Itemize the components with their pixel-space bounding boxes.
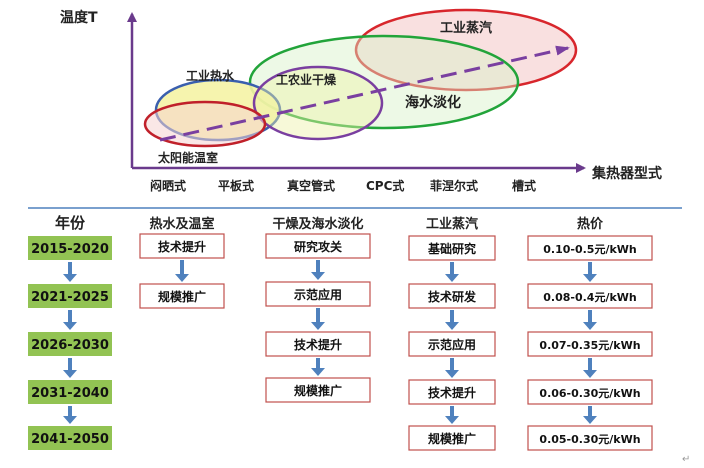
- header-price: 热价: [577, 216, 604, 232]
- label-hot-water: 工业热水: [186, 68, 235, 83]
- collector-type-label: 真空管式: [287, 178, 335, 193]
- price-box: [527, 283, 653, 309]
- steam-stage-label: 技术研发: [428, 289, 477, 304]
- collector-type-labels: 闷晒式 平板式 真空管式 CPC式 菲涅尔式 槽式: [150, 178, 536, 193]
- hot-water-stage-arrow-head: [175, 274, 189, 282]
- year-box: [28, 284, 112, 308]
- year-arrow-head: [63, 416, 77, 424]
- year-arrow-head: [63, 322, 77, 330]
- header-year: 年份: [55, 214, 86, 232]
- year-arrow-head: [63, 370, 77, 378]
- drying-stage-label: 技术提升: [294, 337, 342, 352]
- steam-stage-box: [408, 379, 496, 405]
- header-steam: 工业蒸汽: [426, 216, 478, 232]
- steam-stage-label: 技术提升: [428, 385, 476, 400]
- ellipse-desalination: [248, 34, 520, 130]
- price-box: [527, 425, 653, 451]
- hot-water-stage-label: 规模推广: [158, 289, 206, 304]
- year-box: [28, 426, 112, 450]
- steam-stage-arrow-head: [445, 416, 459, 424]
- price-label: 0.10-0.5元/kWh: [543, 243, 637, 256]
- steam-stage-arrow-head: [445, 370, 459, 378]
- drying-stage-label: 研究攻关: [294, 239, 342, 254]
- x-axis-label: 集热器型式: [591, 165, 662, 182]
- steam-stage-box: [408, 331, 496, 357]
- year-label: 2041-2050: [31, 432, 109, 447]
- drying-stage-label: 规模推广: [294, 383, 342, 398]
- price-label: 0.07-0.35元/kWh: [539, 339, 640, 352]
- collector-type-label: 槽式: [512, 178, 536, 193]
- hot-water-stage-label: 技术提升: [158, 239, 206, 254]
- steam-stage-box: [408, 283, 496, 309]
- year-label: 2015-2020: [31, 242, 109, 257]
- year-arrow-head: [63, 274, 77, 282]
- collector-type-label: CPC式: [366, 178, 404, 193]
- drying-stage-box: [265, 233, 371, 259]
- hot-water-stage-box: [139, 233, 225, 259]
- year-label: 2021-2025: [31, 290, 109, 305]
- header-drying: 干燥及海水淡化: [272, 216, 363, 232]
- label-greenhouse: 太阳能温室: [158, 150, 218, 165]
- price-arrow-head: [583, 274, 597, 282]
- steam-stage-box: [408, 425, 496, 451]
- price-box: [527, 379, 653, 405]
- price-arrow-head: [583, 370, 597, 378]
- price-label: 0.06-0.30元/kWh: [539, 387, 640, 400]
- steam-stage-arrow-head: [445, 322, 459, 330]
- steam-stage-box: [408, 235, 496, 261]
- top-chart: 温度T 集热器型式 闷晒式 平板式 真空管式 CPC式 菲涅尔式 槽式 太阳能温…: [60, 8, 662, 193]
- y-axis-label: 温度T: [60, 9, 98, 26]
- paragraph-mark: ↵: [682, 454, 690, 465]
- price-label: 0.05-0.30元/kWh: [539, 433, 640, 446]
- year-label: 2026-2030: [31, 338, 109, 353]
- ellipse-industrial-steam: [354, 8, 578, 92]
- header-hot-water: 热水及温室: [149, 216, 214, 232]
- drying-stage-box: [265, 331, 371, 357]
- ellipse-greenhouse: [143, 100, 267, 148]
- hot-water-stage-box: [139, 283, 225, 309]
- steam-stage-arrow-head: [445, 274, 459, 282]
- steam-stage-label: 示范应用: [427, 337, 476, 352]
- collector-type-label: 平板式: [218, 178, 254, 193]
- drying-stage-arrow-head: [311, 322, 325, 330]
- price-arrow-head: [583, 322, 597, 330]
- label-desalination: 海水淡化: [405, 94, 461, 111]
- drying-stage-box: [265, 377, 371, 403]
- steam-stage-label: 基础研究: [427, 241, 476, 256]
- drying-stage-box: [265, 281, 371, 307]
- year-label: 2031-2040: [31, 386, 109, 401]
- label-industrial-steam: 工业蒸汽: [440, 20, 492, 36]
- year-box: [28, 332, 112, 356]
- year-box: [28, 236, 112, 260]
- trend-arrow: [159, 45, 570, 142]
- steam-stage-label: 规模推广: [428, 431, 476, 446]
- year-box: [28, 380, 112, 404]
- collector-type-label: 菲涅尔式: [430, 178, 478, 193]
- ellipse-drying: [252, 65, 384, 141]
- drying-stage-arrow-head: [311, 368, 325, 376]
- roadmap-table: 年份 热水及温室 干燥及海水淡化 工业蒸汽 热价 2015-2020 2021-2025 20…: [28, 214, 653, 451]
- drying-stage-label: 示范应用: [293, 287, 342, 302]
- collector-type-label: 闷晒式: [150, 178, 186, 193]
- price-arrow-head: [583, 416, 597, 424]
- price-box: [527, 331, 653, 357]
- drying-stage-arrow-head: [311, 272, 325, 280]
- price-label: 0.08-0.4元/kWh: [543, 291, 637, 304]
- price-box: [527, 235, 653, 261]
- label-drying: 工农业干燥: [276, 72, 337, 87]
